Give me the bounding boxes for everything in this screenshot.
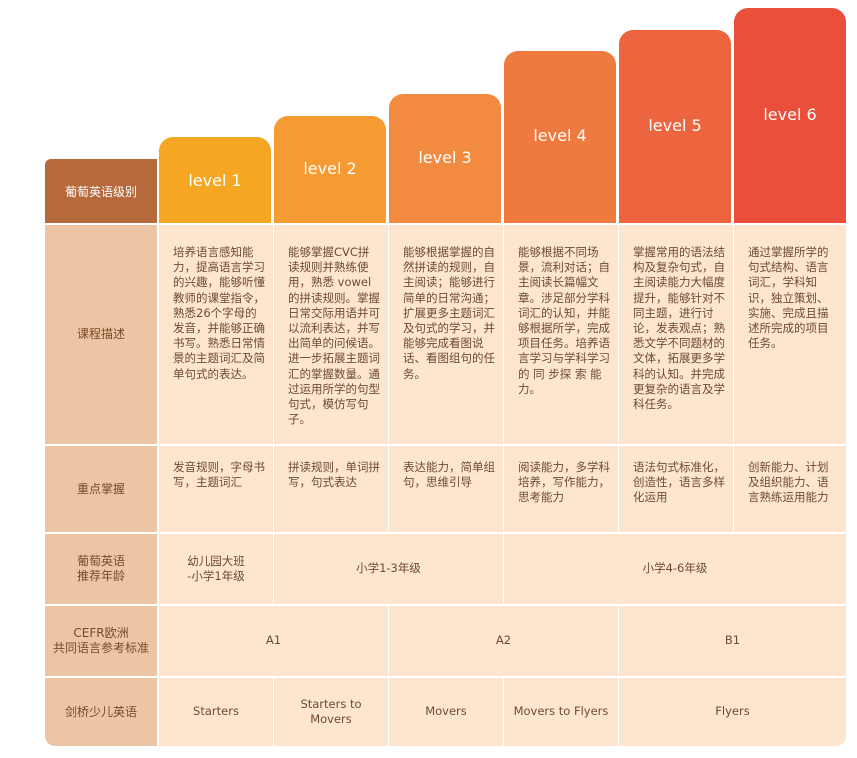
tab-level-3: level 3 xyxy=(389,94,501,223)
description-cell: 掌握常用的语法结构及复杂句式，自主阅读能力大幅度提升，能够针对不同主题，进行讨论… xyxy=(619,225,733,444)
tab-level-4: level 4 xyxy=(504,51,616,223)
cambridge-cell: Movers xyxy=(389,678,503,746)
tab-level-1: level 1 xyxy=(159,137,271,223)
age-cell-line1: 幼儿园大班 xyxy=(187,553,245,568)
level-4-label: level 4 xyxy=(533,126,587,145)
tab-level-2: level 2 xyxy=(274,116,386,223)
description-cell: 通过掌握所学的句式结构、语言词汇，学科知识，独立策划、实施、完成且描述所完成的项… xyxy=(734,225,846,444)
description-cell: 能够根据不同场景，流利对话；自主阅读长篇幅文章。涉足部分学科词汇的认知，并能够根… xyxy=(504,225,618,444)
cefr-label-line1: CEFR欧洲 xyxy=(73,626,129,640)
description-cell: 能够掌握CVC拼读规则并熟练使用，熟悉 vowel 的拼读规则。掌握日常交际用语… xyxy=(274,225,388,444)
level-2-label: level 2 xyxy=(303,159,357,178)
row-label-description: 课程描述 xyxy=(45,225,157,444)
cambridge-cell: Movers to Flyers xyxy=(504,678,618,746)
tab-level-6: level 6 xyxy=(734,8,846,223)
level-6-label: level 6 xyxy=(763,105,817,124)
cefr-cell-a1: A1 xyxy=(159,606,388,676)
focus-cell: 发音规则，字母书写，主题词汇 xyxy=(159,446,273,532)
level-3-label: level 3 xyxy=(418,148,472,167)
header-label: 葡萄英语级别 xyxy=(45,159,157,223)
row-label-cambridge: 剑桥少儿英语 xyxy=(45,678,157,746)
cefr-cell-a2: A2 xyxy=(389,606,618,676)
row-label-focus: 重点掌握 xyxy=(45,446,157,532)
age-cell-grade1-3: 小学1-3年级 xyxy=(274,534,503,604)
focus-cell: 创新能力、计划及组织能力、语言熟练运用能力 xyxy=(734,446,846,532)
focus-cell: 语法句式标准化，创造性，语言多样化运用 xyxy=(619,446,733,532)
row-label-age: 葡萄英语 推荐年龄 xyxy=(45,534,157,604)
focus-cell: 表达能力，简单组句，思维引导 xyxy=(389,446,503,532)
age-cell-grade4-6: 小学4-6年级 xyxy=(504,534,846,604)
focus-cell: 阅读能力，多学科培养，写作能力，思考能力 xyxy=(504,446,618,532)
level-1-label: level 1 xyxy=(188,170,242,190)
description-cell: 能够根据掌握的自然拼读的规则，自主阅读；能够进行简单的日常沟通；扩展更多主题词汇… xyxy=(389,225,503,444)
age-label-line2: 推荐年龄 xyxy=(76,569,125,583)
description-cell: 培养语言感知能力，提高语言学习的兴趣，能够听懂教师的课堂指令，熟悉26个字母的发… xyxy=(159,225,273,444)
row-label-cefr: CEFR欧洲 共同语言参考标准 xyxy=(45,606,157,676)
age-cell-kindergarten: 幼儿园大班 -小学1年级 xyxy=(159,534,273,604)
age-cell-line2: -小学1年级 xyxy=(187,569,245,583)
cambridge-cell-flyers: Flyers xyxy=(619,678,846,746)
level-5-label: level 5 xyxy=(648,116,702,135)
cambridge-cell: Starters xyxy=(159,678,273,746)
tab-level-5: level 5 xyxy=(619,30,731,223)
cefr-label-line2: 共同语言参考标准 xyxy=(52,641,149,655)
cefr-cell-b1: B1 xyxy=(619,606,846,676)
cambridge-cell: Starters to Movers xyxy=(274,678,388,746)
age-label-line1: 葡萄英语 xyxy=(76,554,125,568)
focus-cell: 拼读规则，单词拼写，句式表达 xyxy=(274,446,388,532)
